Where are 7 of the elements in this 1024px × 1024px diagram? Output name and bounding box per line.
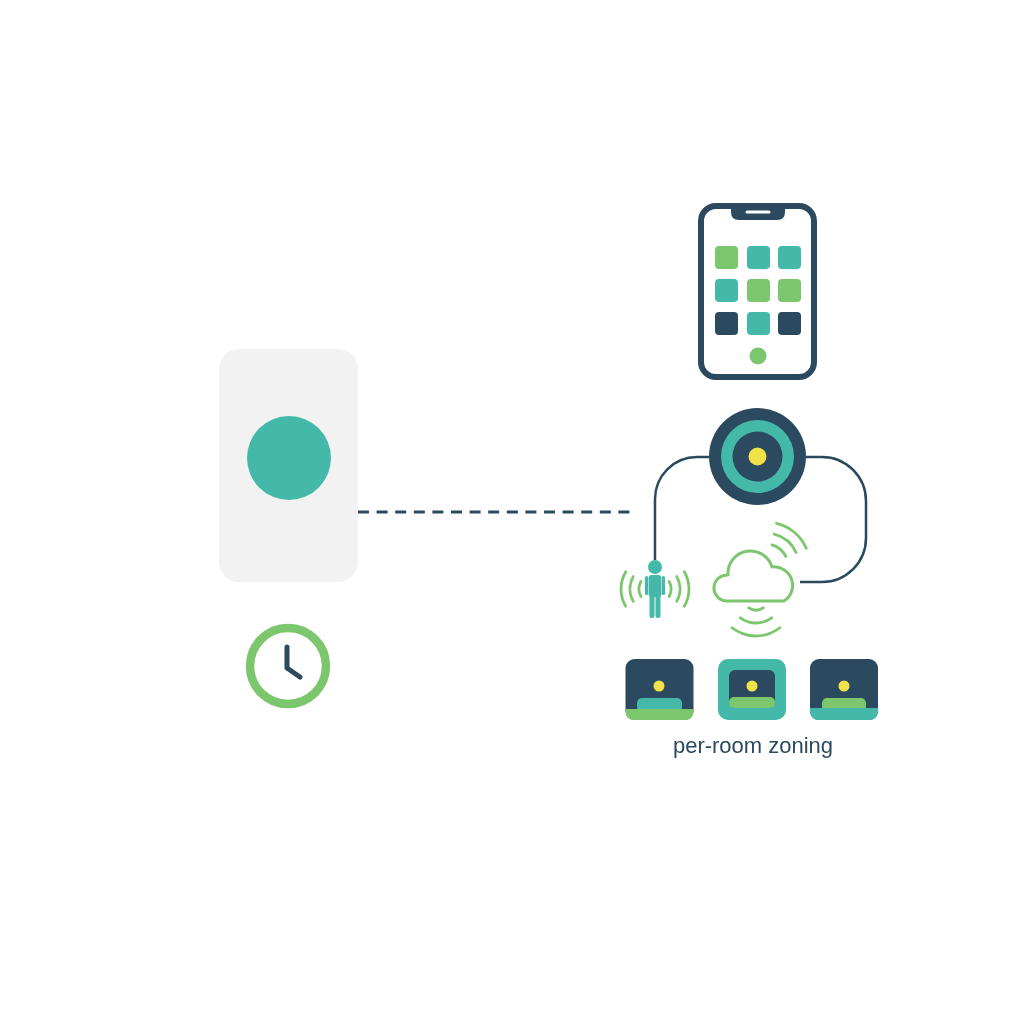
- hub-circle: [709, 408, 806, 505]
- person-icon: [645, 560, 665, 618]
- connector-line: [800, 455, 868, 584]
- device-panel: [219, 349, 358, 582]
- label-text: per-room zoning: [672, 733, 834, 759]
- dashed-line: [358, 510, 632, 514]
- connector-line: [653, 455, 709, 560]
